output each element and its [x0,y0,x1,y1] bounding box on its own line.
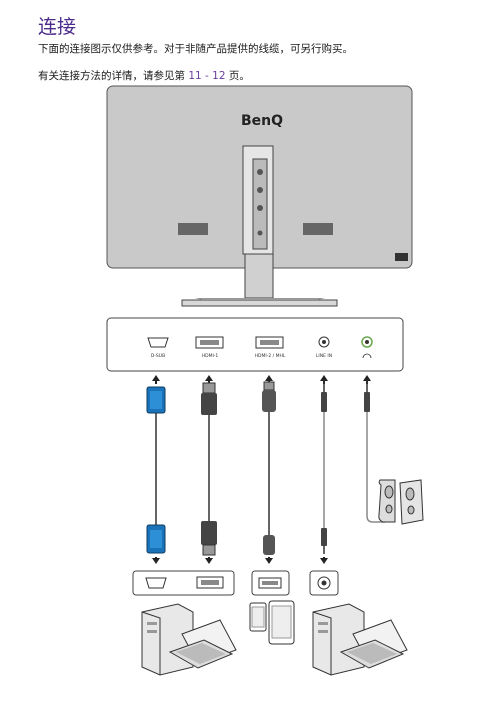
connect-arrows [152,375,371,384]
audio-port-plate [309,570,339,596]
port-label-line-in: LINE IN [316,353,332,359]
details-suffix: 页。 [228,70,250,82]
details-prefix: 有关连接方法的详情，请参见第 [38,70,185,82]
speaker-cable [364,380,385,523]
device-arrows [152,557,328,564]
pc-port-plate-1 [132,570,235,596]
port-label-hdmi2: HDMI-2 / MHL [255,353,286,359]
mobile-port-plate [251,570,290,596]
intro-text: 下面的连接图示仅供参考。对于非随产品提供的线缆，可另行购买。 [38,43,353,55]
speakers-icon [378,479,424,525]
vga-cable [146,386,166,554]
port-label-dsub: D-SUB [151,353,165,359]
page-title: 连接 [38,16,77,38]
page-range-link[interactable]: 11 - 12 [188,70,226,82]
vent-left [178,223,208,235]
pc-icon-2 [312,603,408,676]
details-text: 有关连接方法的详情，请参见第 11 - 12 页。 [38,68,250,83]
brand-logo: BenQ [241,113,283,129]
monitor-back: BenQ [106,85,413,307]
hdmi-cable-1 [201,382,217,556]
mobile-devices-icon [249,600,295,645]
power-switch-icon [395,253,408,261]
vent-right [303,223,333,235]
audio-cable [321,380,327,554]
port-label-hdmi1: HDMI-1 [202,353,219,359]
headphone-icon [362,353,372,359]
pc-icon [141,603,237,676]
dsub-port-icon [147,337,169,348]
hdmi-cable-2 [262,381,276,555]
port-panel: D-SUB HDMI-1 HDMI-2 / MHL LINE IN [106,317,404,372]
